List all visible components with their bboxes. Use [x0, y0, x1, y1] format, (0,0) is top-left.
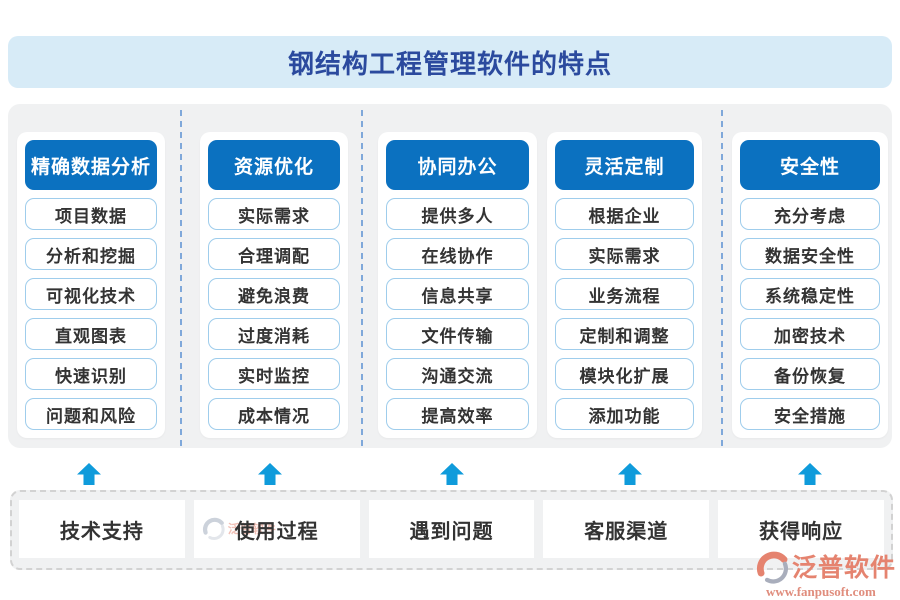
brand-logo[interactable]: 泛普软件 www.fanpusoft.com — [756, 548, 897, 599]
feature-item: 充分考虑 — [740, 198, 880, 230]
page-title: 钢结构工程管理软件的特点 — [287, 48, 612, 79]
column-header: 协同办公 — [386, 140, 529, 190]
feature-column-collaboration: 协同办公 提供多人 在线协作 信息共享 文件传输 沟通交流 提高效率 — [378, 132, 537, 438]
up-arrow-icon — [798, 463, 822, 485]
feature-item: 合理调配 — [208, 238, 340, 270]
feature-item: 成本情况 — [208, 398, 340, 430]
feature-column-data-analysis: 精确数据分析 项目数据 分析和挖掘 可视化技术 直观图表 快速识别 问题和风险 — [17, 132, 165, 438]
support-step: 获得响应 — [718, 500, 884, 558]
feature-column-security: 安全性 充分考虑 数据安全性 系统稳定性 加密技术 备份恢复 安全措施 — [732, 132, 888, 438]
column-divider — [721, 110, 723, 447]
feature-item: 文件传输 — [386, 318, 529, 350]
up-arrow-icon — [618, 463, 642, 485]
column-divider — [361, 110, 363, 447]
support-flow-strip: 技术支持 泛普软件 使用过程 遇到问题 客服渠道 获得响应 — [10, 490, 893, 570]
feature-item: 定制和调整 — [555, 318, 694, 350]
brand-logo-icon — [756, 551, 789, 584]
column-header: 灵活定制 — [555, 140, 694, 190]
feature-item: 分析和挖掘 — [25, 238, 157, 270]
feature-item: 数据安全性 — [740, 238, 880, 270]
up-arrow-icon — [440, 463, 464, 485]
feature-item: 避免浪费 — [208, 278, 340, 310]
feature-item: 可视化技术 — [25, 278, 157, 310]
feature-item: 信息共享 — [386, 278, 529, 310]
feature-item: 系统稳定性 — [740, 278, 880, 310]
feature-item: 根据企业 — [555, 198, 694, 230]
watermark-logo-icon: 泛普软件 — [202, 516, 276, 542]
feature-item: 备份恢复 — [740, 358, 880, 390]
support-step-label: 遇到问题 — [409, 520, 494, 543]
feature-item: 实时监控 — [208, 358, 340, 390]
feature-item: 业务流程 — [555, 278, 694, 310]
feature-item: 模块化扩展 — [555, 358, 694, 390]
feature-item: 过度消耗 — [208, 318, 340, 350]
feature-item: 实际需求 — [555, 238, 694, 270]
feature-item: 项目数据 — [25, 198, 157, 230]
support-step-label: 客服渠道 — [584, 520, 669, 543]
title-banner: 钢结构工程管理软件的特点 — [8, 36, 892, 88]
feature-column-resource-optimization: 资源优化 实际需求 合理调配 避免浪费 过度消耗 实时监控 成本情况 — [200, 132, 348, 438]
feature-item: 提高效率 — [386, 398, 529, 430]
support-step: 遇到问题 — [368, 500, 535, 558]
column-header: 精确数据分析 — [25, 140, 157, 190]
up-arrow-icon — [258, 463, 282, 485]
feature-item: 直观图表 — [25, 318, 157, 350]
feature-item: 安全措施 — [740, 398, 880, 430]
support-step-label: 使用过程 — [234, 520, 319, 543]
feature-column-flexible-customization: 灵活定制 根据企业 实际需求 业务流程 定制和调整 模块化扩展 添加功能 — [547, 132, 702, 438]
feature-item: 加密技术 — [740, 318, 880, 350]
feature-item: 在线协作 — [386, 238, 529, 270]
feature-item: 提供多人 — [386, 198, 529, 230]
up-arrow-icon — [77, 463, 101, 485]
feature-item: 快速识别 — [25, 358, 157, 390]
brand-website-link[interactable]: www.fanpusoft.com — [766, 584, 876, 599]
feature-item: 沟通交流 — [386, 358, 529, 390]
feature-item: 添加功能 — [555, 398, 694, 430]
support-step: 客服渠道 — [543, 500, 710, 558]
column-header: 安全性 — [740, 140, 880, 190]
column-divider — [180, 110, 182, 447]
feature-item: 问题和风险 — [25, 398, 157, 430]
support-step: 泛普软件 使用过程 — [193, 500, 360, 558]
support-step-label: 技术支持 — [59, 520, 144, 543]
watermark-text: 泛普软件 — [227, 521, 276, 536]
brand-name: 泛普软件 — [792, 554, 897, 582]
support-step: 技术支持 — [19, 500, 185, 558]
feature-item: 实际需求 — [208, 198, 340, 230]
column-header: 资源优化 — [208, 140, 340, 190]
support-step-label: 获得响应 — [759, 520, 844, 543]
